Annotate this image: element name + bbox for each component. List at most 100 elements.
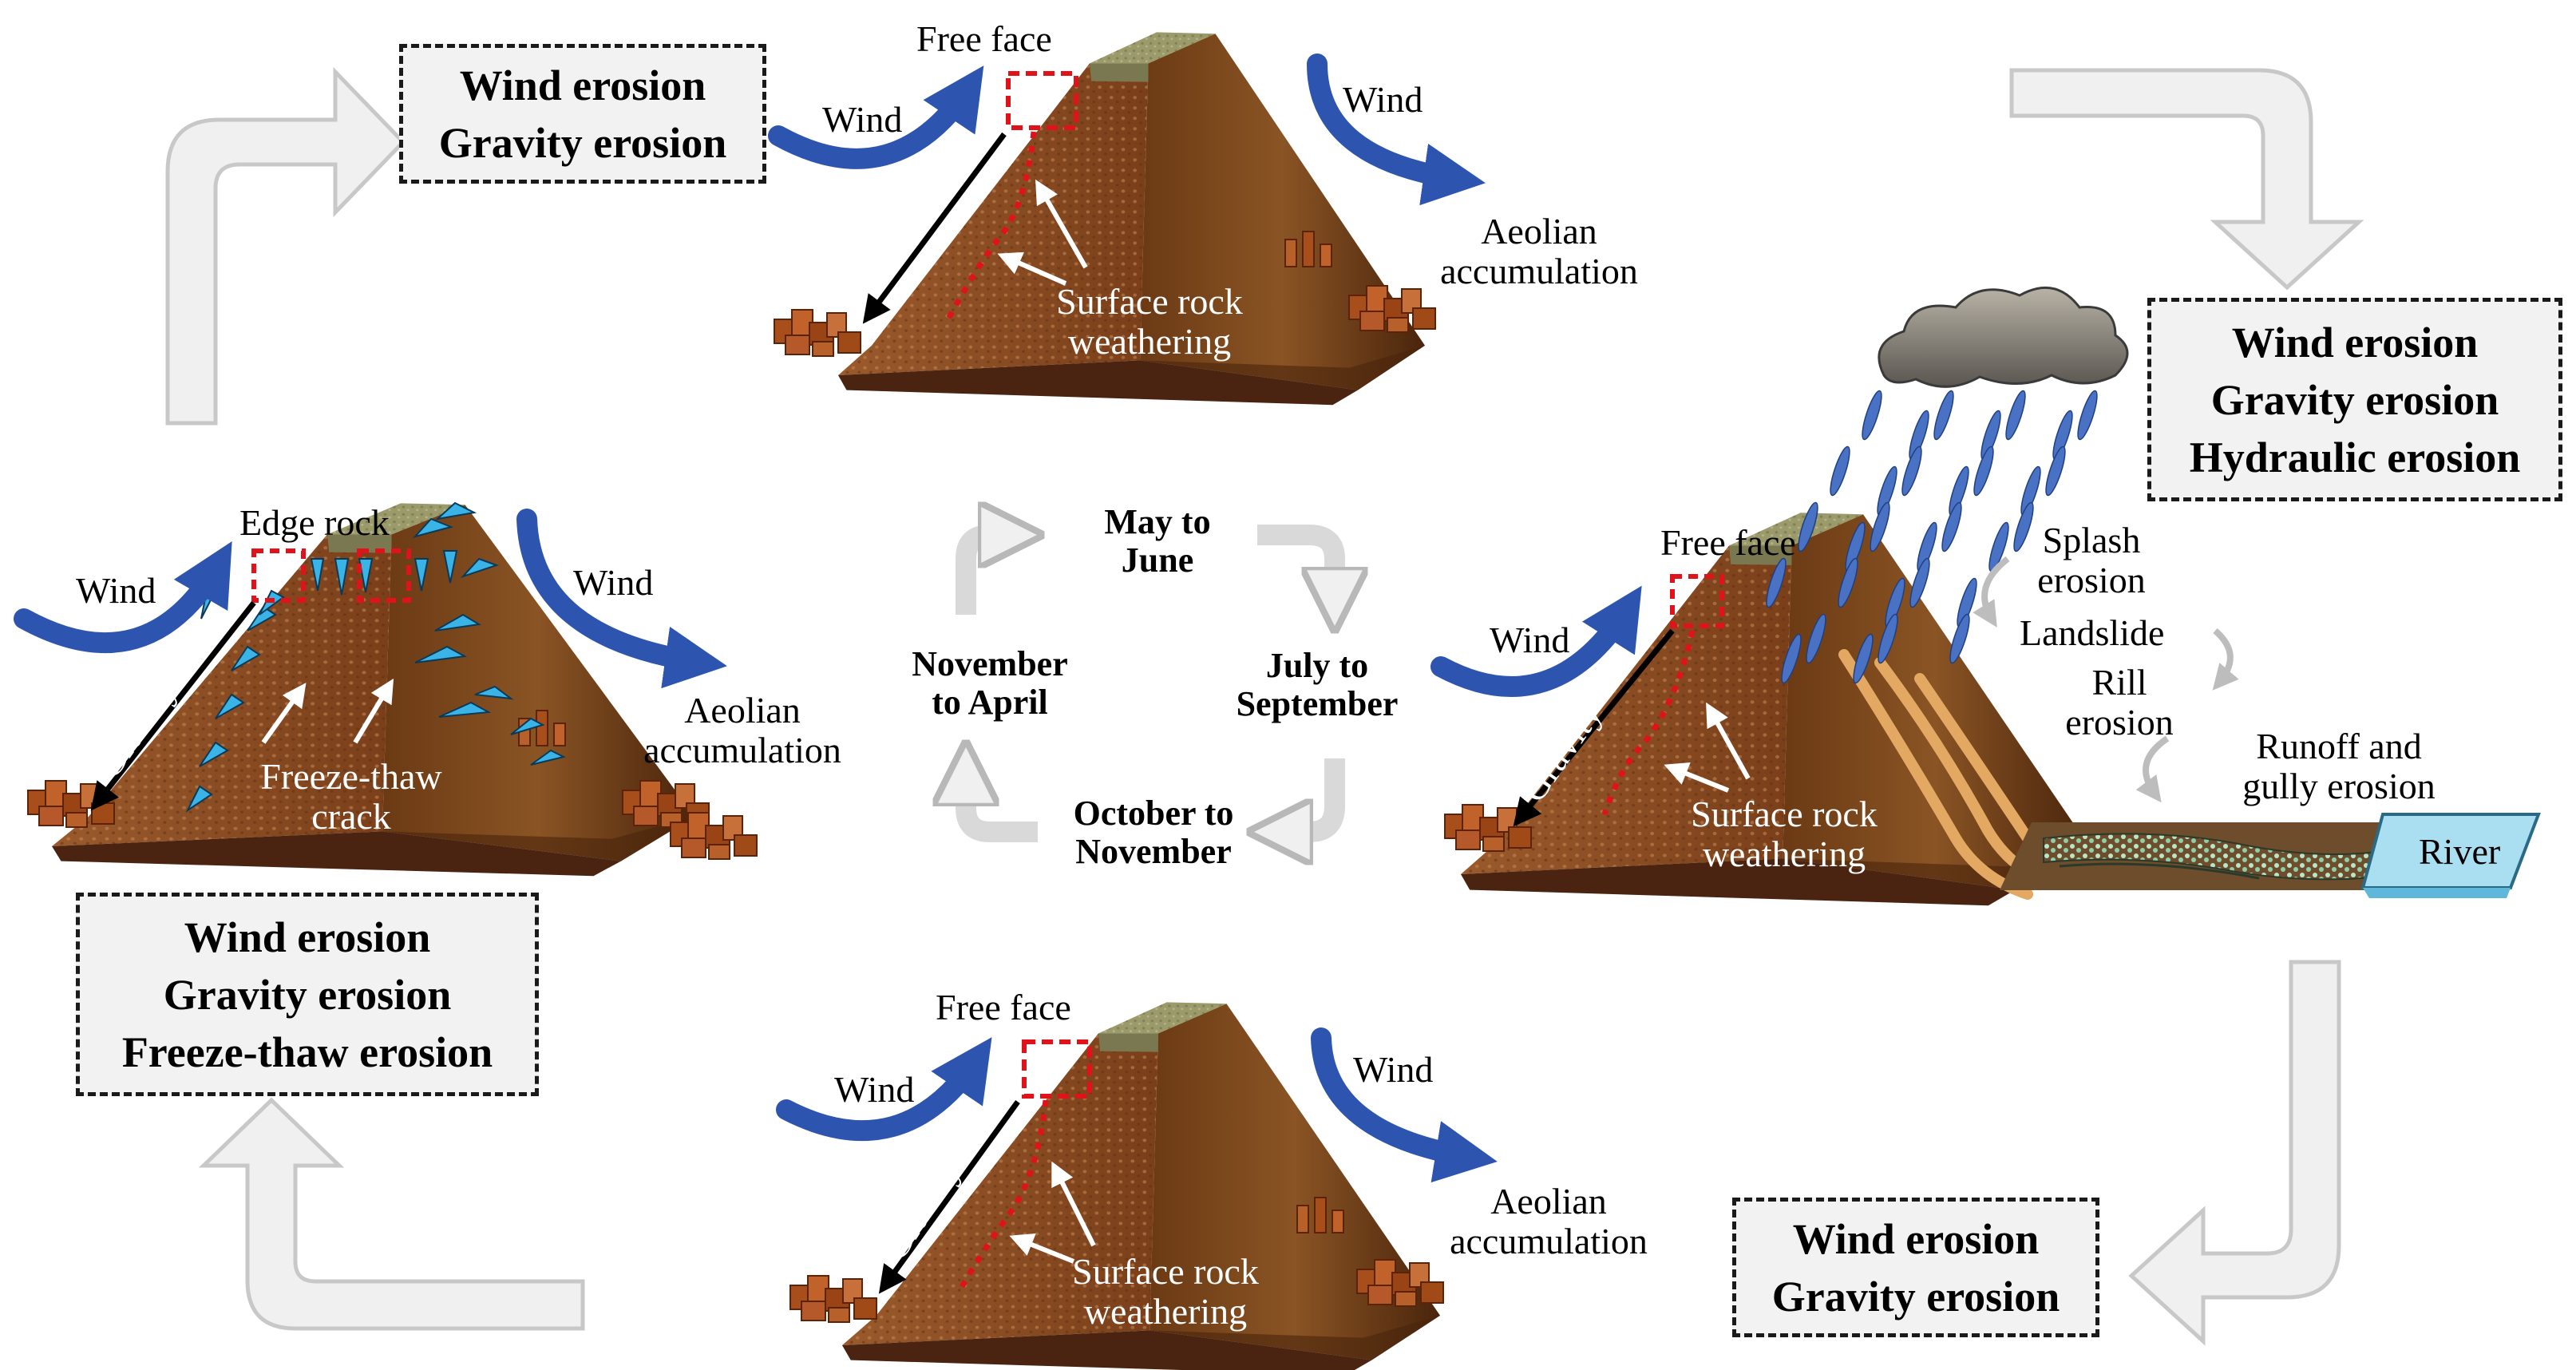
weathering-line-bottom — [955, 1099, 1049, 1295]
label-aeolian-left-line-1: Aeolian — [684, 690, 801, 731]
label-aeolian-left-line-2: accumulation — [643, 730, 841, 770]
erosion-box-right-top-line-3: Hydraulic erosion — [2189, 433, 2521, 481]
label-freeze-thaw: Freeze-thaw crack — [231, 757, 471, 837]
gully-stream-2 — [2059, 862, 2260, 880]
label-wind-top-left: Wind — [822, 99, 903, 140]
gravity-arrow-top — [862, 132, 1007, 324]
label-wind-bottom-right: Wind — [1353, 1049, 1434, 1090]
rain-drop — [1798, 501, 1818, 552]
wind-arrow-left-left — [14, 541, 232, 653]
label-aeolian-top: Aeolian accumulation — [1419, 212, 1659, 291]
process-arrow-3 — [2135, 735, 2170, 803]
season-cycle — [966, 535, 1335, 832]
flow-arrow-right-down — [2009, 68, 2364, 291]
free-face-marker-bottom — [1022, 1039, 1092, 1099]
river-edge — [2363, 888, 2511, 898]
wind-arrow-left-right — [516, 509, 727, 689]
gravity-arrow-right — [1513, 628, 1675, 827]
label-free-face-bottom: Free face — [936, 987, 1071, 1028]
gravity-arrow-left — [90, 600, 256, 811]
rain-drop — [2077, 390, 2098, 441]
label-freeze-thaw-line-1: Freeze-thaw — [260, 756, 442, 797]
season-oct-nov: October to November — [1038, 794, 1269, 871]
label-wind-left-left: Wind — [76, 570, 156, 611]
label-wind-bottom-left: Wind — [834, 1069, 915, 1110]
rain-drop — [1806, 613, 1826, 664]
weathering-pointer-right-1 — [1706, 702, 1751, 780]
wind-arrow-top-right — [1307, 53, 1486, 206]
flow-arrow-bottom-left — [198, 1097, 585, 1331]
rain-drop — [1973, 445, 1994, 497]
label-freeze-thaw-line-2: crack — [311, 796, 391, 837]
erosion-box-left-line-2: Gravity erosion — [163, 970, 452, 1019]
label-runoff-line-1: Runoff and — [2256, 726, 2422, 766]
erosion-box-left: Wind erosion Gravity erosion Freeze-thaw… — [76, 893, 539, 1096]
process-arrow-2 — [2212, 628, 2239, 691]
label-rill-line-2: erosion — [2065, 702, 2174, 742]
rain-drop — [1933, 390, 1954, 441]
season-nov-april-line-2: to April — [932, 683, 1048, 722]
wind-arrow-bottom-left — [776, 1037, 992, 1142]
rain-drop — [1830, 445, 1850, 497]
label-surface-rock-bottom-line-1: Surface rock — [1072, 1251, 1259, 1292]
rain-drop — [1838, 557, 1858, 608]
free-face-marker-right — [1670, 574, 1724, 628]
rain-drop — [2045, 445, 2066, 497]
label-surface-rock-top-line-1: Surface rock — [1056, 281, 1243, 322]
label-wind-top-right: Wind — [1343, 79, 1423, 120]
weathering-pointer-right-2 — [1664, 762, 1730, 793]
edge-rock-marker-left — [251, 548, 306, 603]
weathering-line-top — [943, 131, 1037, 325]
process-arrow-1 — [1973, 556, 2010, 628]
season-oct-nov-line-2: November — [1075, 832, 1232, 871]
freeze-thaw-cracks — [185, 501, 566, 813]
season-july-sept-line-1: July to — [1265, 646, 1369, 685]
erosion-box-right-top: Wind erosion Gravity erosion Hydraulic e… — [2147, 298, 2562, 501]
edge-rock-marker-right — [357, 548, 411, 603]
erosion-box-left-line-3: Freeze-thaw erosion — [121, 1028, 493, 1076]
flow-arrow-left-up — [165, 66, 406, 426]
weathering-pointer-bottom-1 — [1051, 1161, 1096, 1247]
label-free-face-right: Free face — [1660, 522, 1796, 563]
rain-drop — [2013, 501, 2034, 552]
rain-drop — [1941, 501, 1962, 552]
erosion-box-left-line-1: Wind erosion — [184, 913, 431, 961]
rain-drop — [1862, 390, 1882, 441]
free-face-marker-top — [1006, 71, 1078, 130]
erosion-box-right-top-line-2: Gravity erosion — [2210, 375, 2499, 424]
erosion-box-top-line-2: Gravity erosion — [438, 118, 727, 167]
label-aeolian-bottom-line-1: Aeolian — [1490, 1181, 1607, 1222]
cloud — [1878, 286, 2129, 388]
label-aeolian-bottom-line-2: accumulation — [1450, 1221, 1648, 1261]
season-oct-nov-line-1: October to — [1073, 794, 1234, 833]
weathering-pointer-bottom-2 — [1009, 1233, 1075, 1264]
label-surface-rock-right: Surface rock weathering — [1664, 794, 1904, 874]
season-july-sept-line-2: September — [1236, 684, 1399, 723]
label-rill-line-1: Rill — [2091, 662, 2147, 703]
rubble-left-left — [27, 780, 115, 828]
rain-drop — [1781, 633, 1802, 684]
label-edge-rock: Edge rock — [239, 502, 390, 543]
label-surface-rock-top-line-2: weathering — [1067, 321, 1232, 362]
rain-drop — [1878, 613, 1898, 664]
label-aeolian-left: Aeolian accumulation — [623, 691, 862, 770]
erosion-box-right-top-line-1: Wind erosion — [2231, 318, 2479, 366]
label-surface-rock-bottom: Surface rock weathering — [1046, 1252, 1285, 1332]
rain-drop — [1870, 501, 1890, 552]
rain-drop — [1901, 445, 1922, 497]
weathering-line-right — [1601, 630, 1696, 816]
wind-arrow-right — [1430, 585, 1642, 697]
wind-arrow-top-left — [768, 65, 984, 169]
erosion-box-top-line-1: Wind erosion — [459, 61, 706, 109]
erosion-box-bottom-right-line-2: Gravity erosion — [1771, 1272, 2060, 1321]
label-splash-line-1: Splash — [2042, 520, 2141, 560]
erosion-box-top: Wind erosion Gravity erosion — [399, 44, 766, 184]
erosion-box-bottom-right-line-1: Wind erosion — [1792, 1214, 2040, 1263]
rain-drop — [1949, 613, 1970, 664]
flow-arrow-right-bottom — [2128, 960, 2341, 1346]
season-may-june-line-2: June — [1121, 540, 1194, 580]
rain-drop — [1766, 557, 1787, 608]
rubble-bottom-left — [789, 1275, 877, 1323]
label-free-face-top: Free face — [916, 18, 1052, 59]
